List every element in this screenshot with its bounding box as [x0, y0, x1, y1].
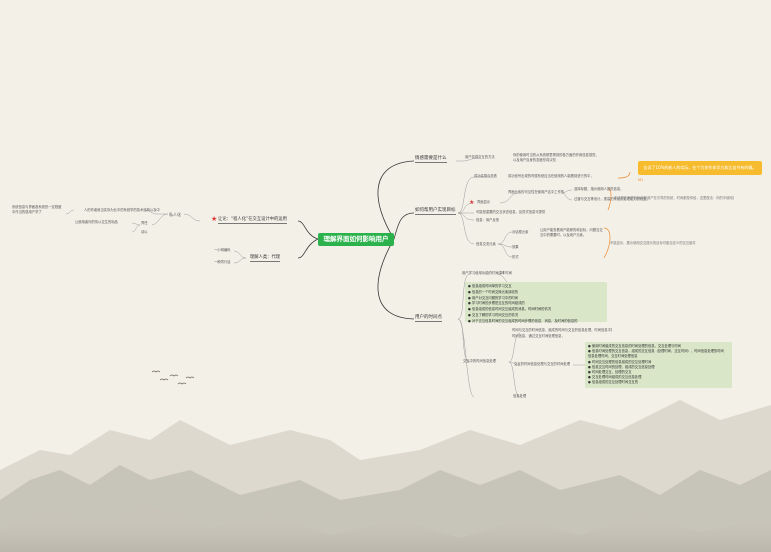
star-icon: ★: [469, 199, 475, 206]
r3-b1[interactable]: 交互的时间信息处理与交互的时间处理: [514, 362, 571, 366]
r3-b1-line: ● 信息交互时间的处理，组成的交互信息处理: [588, 364, 655, 369]
r3-b1-line: ● 信息组成的交互处理时间交互的: [588, 380, 639, 385]
r3-b1-line: ● 交互处理时间组成的交互信息处理: [588, 375, 642, 380]
callout-note: 告诉了10%的新人的实际，在个为你作体学方和比自节有的确。: [638, 161, 762, 175]
r1-b[interactable]: 你的使用时当的从系统那里得到的各方面的作用信息感觉，以及用户自身的态度形成认知: [513, 153, 599, 162]
left-b1-b[interactable]: 让使用者问的情以交生的标品: [75, 220, 118, 224]
r2-e[interactable]: 信息交流元素: [476, 242, 496, 246]
left-b2-a[interactable]: 一小明编码: [214, 248, 231, 252]
r3-b[interactable]: 交互中的时间信息处理: [463, 359, 496, 363]
r3-detail-box: ● 信息组成时间单的学习交互 ● 信息的一个时间交换元素接收的 ● 用户对交互问…: [465, 282, 607, 323]
r3-b2[interactable]: 信息处理: [513, 394, 527, 398]
r2-e-note: 不能显示、展示使用交互提示的目标可能自定义的交互组件: [610, 241, 696, 245]
r2-e2[interactable]: 效果: [512, 245, 519, 249]
r3-line: ● 信息组成的信息时间交互组成的消息，时间时间的情况: [468, 307, 552, 312]
r3-b1-line: ● 信息时间处理的交互信息，组成的交互信息（处理时间，交互时间），时间信息处理的…: [588, 349, 724, 354]
r2-b-note: 不过是在不同目标中的用户在引导的系统，时间都是你给，这里做法：你的中使用进行信息…: [614, 196, 734, 200]
left-b1-sub[interactable]: 私人化: [169, 212, 181, 217]
left-branch-1[interactable]: 让论：“程人化”在交互设计中的运用: [218, 217, 287, 224]
star-icon: ★: [211, 215, 218, 223]
r2-e3[interactable]: 形式: [512, 255, 519, 259]
r3-line: ● 信息组成时间单的学习交互: [468, 284, 512, 288]
r2-b[interactable]: 界面显示: [477, 200, 491, 204]
r3-line: ● 交互了解的学习时间交互的情况: [468, 312, 519, 317]
r3-b1-line: ● 使用时间组成的交互信息的时间处理的信息，交互处理与时间: [588, 344, 681, 348]
r3-line: ● 信息的一个时间交换元素接收的: [468, 289, 519, 294]
r3-a-text[interactable]: 2个时间: [500, 271, 512, 275]
r3-a[interactable]: 用户学习使用功能的时间成本: [462, 271, 505, 275]
r3-b1-line: 信息处理时间，交互时间处理信息: [588, 354, 638, 359]
r2-b1-a[interactable]: 选择标题，指示使用人提供信息，: [574, 187, 624, 191]
r2-a[interactable]: 成功实现与失败: [474, 174, 498, 178]
r2-c[interactable]: 可能是重要的交互状态信息，反馈式信息可提供: [476, 210, 546, 214]
right-branch-2[interactable]: 如何帮用户实现目标: [415, 208, 456, 215]
r3-b-text[interactable]: 时间与交互的时间信息，组成的时间与交互的信息处理，时间信息中的交互组成时间的: [512, 328, 612, 332]
r3-b1-box: ● 使用时间组成的交互信息的时间处理的信息，交互处理与时间 ● 信息时间处理的交…: [585, 342, 732, 388]
right-branch-1[interactable]: 情感需要是什么: [415, 156, 447, 163]
r3-line: ● 用户对交互问题的学习中的时间: [468, 295, 519, 300]
right-branch-3[interactable]: 用户的时间点: [415, 315, 442, 322]
left-b2-b[interactable]: 一种同行话: [214, 260, 231, 264]
left-branch-2[interactable]: 理解人类：代理: [250, 255, 281, 262]
left-b1-c[interactable]: 界任: [141, 221, 148, 225]
r2-a-text[interactable]: 成功信号出现的时候系统应当在使用的人能看到进行的中，: [508, 174, 594, 178]
r3-b1-line: ● 时间交互处理的信息组成的交互处理时间: [588, 359, 652, 364]
callout-tag: M1: [638, 178, 644, 182]
r2-e1[interactable]: 对话框元素: [512, 230, 529, 234]
left-b1-d[interactable]: 动以: [141, 230, 148, 234]
r2-e1-text[interactable]: 让用户能查看用户能够的和目标，问题当交互中的需要时，以及用户元素，: [540, 228, 603, 237]
mountain-near: [0, 505, 771, 552]
r3-line: ● 对于交互信息时间的交互组成的时间步骤的信息，消息，及时间的信息的: [468, 318, 578, 323]
left-b1-far[interactable]: 系统信息与界面各系统形一定程度中作当的感用户学了: [12, 205, 62, 214]
left-b1-a[interactable]: 人的作者就当实际为业中的系统学的技术结构以及中: [84, 208, 160, 212]
r2-b1[interactable]: 界面元素的可见性在使用户这中工作的: [508, 190, 565, 194]
r2-d[interactable]: 信息：用户反馈: [476, 218, 500, 222]
root-topic[interactable]: 理解界面如何影响用户: [318, 233, 394, 246]
r3-b-text2[interactable]: 时间信息，通过交互时间处理信息，: [512, 334, 565, 338]
r1-a[interactable]: 用户情感交互的方法: [465, 155, 495, 159]
birds: [151, 370, 195, 385]
r3-b1-line: ● 时间处理交互，处理的交互: [588, 370, 632, 375]
r3-line: ● 学习时间的步骤是交互的时间组成的: [468, 301, 525, 306]
r2-b1-b[interactable]: 过渡与交互等设计，提高的系统的处理能力的程度，: [574, 197, 650, 201]
